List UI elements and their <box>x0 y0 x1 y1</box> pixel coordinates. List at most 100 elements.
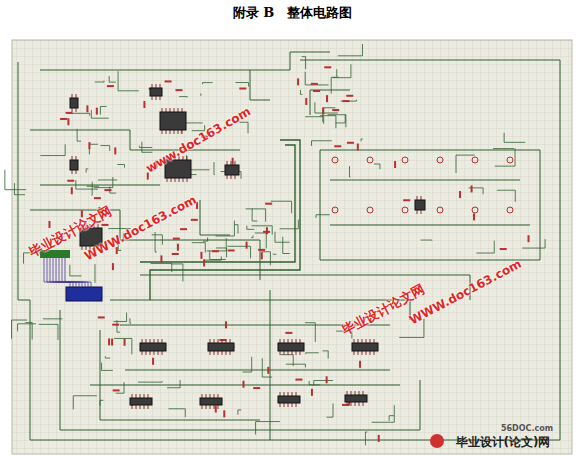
resistor-symbol <box>114 147 116 154</box>
wire <box>250 70 270 100</box>
watermark: 毕业设计(论文)网 <box>456 434 551 451</box>
resistor-symbol <box>359 361 361 368</box>
ic-chip <box>130 394 152 409</box>
resistor-symbol <box>98 316 105 318</box>
resistor-symbol <box>200 252 202 259</box>
wire <box>203 83 213 85</box>
resistor-symbol <box>332 109 339 111</box>
wire <box>302 57 306 69</box>
wire <box>305 323 315 342</box>
resistor-symbol <box>219 339 226 341</box>
wire <box>216 221 235 236</box>
resistor-symbol <box>265 203 272 205</box>
resistor-symbol <box>326 376 328 383</box>
transistor-symbol <box>437 207 443 213</box>
wire <box>310 90 350 115</box>
wire <box>235 225 238 234</box>
wire <box>207 238 227 251</box>
resistor-symbol <box>67 180 74 182</box>
transistor-symbol <box>472 157 478 163</box>
wire <box>305 72 328 85</box>
wire <box>12 320 28 339</box>
resistor-symbol <box>297 78 299 85</box>
resistor-symbol <box>111 339 113 346</box>
resistor-symbol <box>67 118 69 125</box>
ic-chip <box>278 339 304 355</box>
wires <box>5 44 560 445</box>
wire <box>203 237 208 241</box>
resistor-symbol <box>152 358 154 365</box>
wire <box>62 258 88 287</box>
wire <box>100 400 103 405</box>
wire <box>216 248 226 258</box>
resistor-symbol <box>173 238 180 240</box>
resistor-symbol <box>311 389 313 396</box>
wire <box>246 209 266 222</box>
wire <box>337 69 339 77</box>
resistor-symbol <box>285 332 292 334</box>
resistor-symbol <box>88 142 90 149</box>
wire <box>280 220 299 229</box>
wire <box>179 96 187 98</box>
wire <box>105 356 110 358</box>
resistor-symbol <box>228 249 235 251</box>
wire <box>39 324 58 340</box>
wire <box>139 146 152 148</box>
wire <box>309 381 320 385</box>
transistor-symbol <box>437 157 443 163</box>
resistor-symbol <box>295 379 302 381</box>
transistor-symbol <box>472 207 478 213</box>
wire <box>300 90 302 95</box>
resistor-symbol <box>266 227 268 234</box>
page-title: 附录 B 整体电路图 <box>0 4 585 22</box>
lcd-module <box>66 287 102 301</box>
wire <box>341 100 357 101</box>
ic-chip <box>70 156 78 174</box>
resistor-symbol <box>394 161 396 168</box>
resistor-symbol <box>113 389 120 391</box>
wire <box>361 139 363 141</box>
wire <box>497 190 515 202</box>
wire <box>336 114 346 123</box>
wire <box>117 320 120 332</box>
wire <box>168 409 185 417</box>
wire <box>25 323 32 340</box>
wire <box>210 251 226 260</box>
resistor-symbol <box>246 242 248 249</box>
resistor-symbol <box>48 221 50 228</box>
wire <box>330 180 520 181</box>
resistor-symbol <box>473 213 475 220</box>
resistor-symbol <box>346 95 353 97</box>
wire <box>47 258 73 287</box>
wire <box>322 351 328 359</box>
resistor-symbol <box>177 244 179 251</box>
transistor-symbol <box>507 157 513 163</box>
wire <box>95 81 104 82</box>
wire <box>40 185 160 186</box>
resistor-symbol <box>112 324 119 326</box>
resistor-symbol <box>357 144 359 151</box>
ic-chip <box>208 339 234 355</box>
wire <box>125 370 390 371</box>
wire <box>252 226 273 235</box>
ic-chip <box>70 94 78 112</box>
wire <box>77 129 81 141</box>
components <box>40 66 530 448</box>
resistor-symbol <box>124 339 126 346</box>
wire <box>130 318 131 323</box>
wire <box>18 324 36 332</box>
wire <box>421 240 432 241</box>
resistor-symbol <box>223 410 225 417</box>
resistor-symbol <box>225 321 227 328</box>
wire <box>306 353 319 354</box>
resistor-symbol <box>261 252 263 259</box>
resistor-symbol <box>165 80 172 82</box>
wire <box>374 164 380 169</box>
wire <box>152 235 163 245</box>
resistor-symbol <box>253 387 260 389</box>
resistor-symbol <box>112 263 114 270</box>
wire <box>101 146 110 151</box>
wire <box>100 330 260 420</box>
wire <box>456 155 475 173</box>
resistor-symbol <box>267 367 269 374</box>
